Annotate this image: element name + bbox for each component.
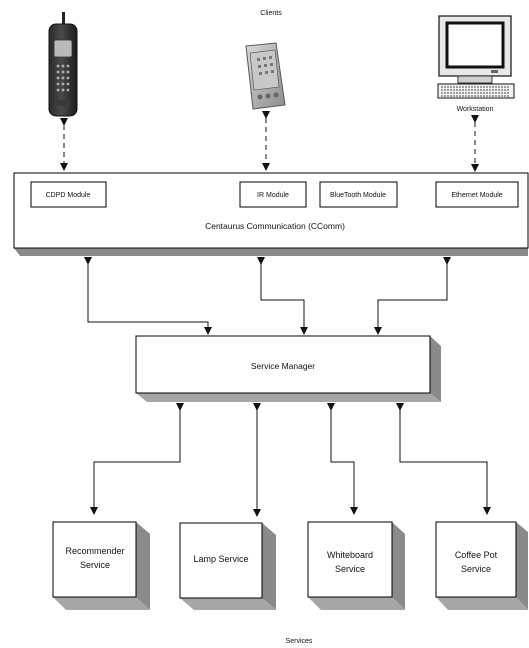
bluetooth-module <box>319 181 398 208</box>
ccomm-sm-link-left <box>84 257 212 335</box>
clients-label: Clients <box>260 10 282 17</box>
ethernet-module-label: Ethernet Module <box>451 192 502 199</box>
ir-module-label: IR Module <box>257 192 289 199</box>
bluetooth-module-label: BlueTooth Module <box>330 192 386 199</box>
ccomm-sm-link-right <box>374 257 451 335</box>
coffee-pot-service-box <box>435 521 528 610</box>
pda-icon <box>245 42 286 110</box>
recommender-service-label-1: Recommender <box>65 546 124 556</box>
whiteboard-service-box <box>307 521 405 610</box>
sm-whiteboard-link <box>327 403 358 515</box>
sm-coffee-link <box>396 403 491 515</box>
lamp-service-box <box>179 522 276 610</box>
workstation-label: Workstation <box>457 106 494 113</box>
ccomm-box <box>13 172 529 256</box>
sm-recommender-link <box>90 403 184 515</box>
ccomm-title: Centaurus Communication (CComm) <box>205 221 345 231</box>
service-manager-box <box>135 335 441 402</box>
recommender-service-label-2: Service <box>80 560 110 570</box>
services-label: Services <box>286 638 313 645</box>
recommender-service-box <box>52 521 150 610</box>
lamp-service-label: Lamp Service <box>193 554 248 564</box>
coffee-pot-service-label-2: Service <box>461 564 491 574</box>
ccomm-sm-link-center <box>257 257 308 335</box>
service-manager-title: Service Manager <box>251 361 315 371</box>
workstation-icon <box>437 15 515 99</box>
ir-module <box>239 181 307 208</box>
ethernet-module <box>435 181 519 208</box>
cdpd-module <box>30 181 107 208</box>
cdpd-module-label: CDPD Module <box>46 192 91 199</box>
whiteboard-service-label-1: Whiteboard <box>327 550 373 560</box>
cell-phone-icon <box>48 12 78 117</box>
whiteboard-service-label-2: Service <box>335 564 365 574</box>
coffee-pot-service-label-1: Coffee Pot <box>455 550 498 560</box>
